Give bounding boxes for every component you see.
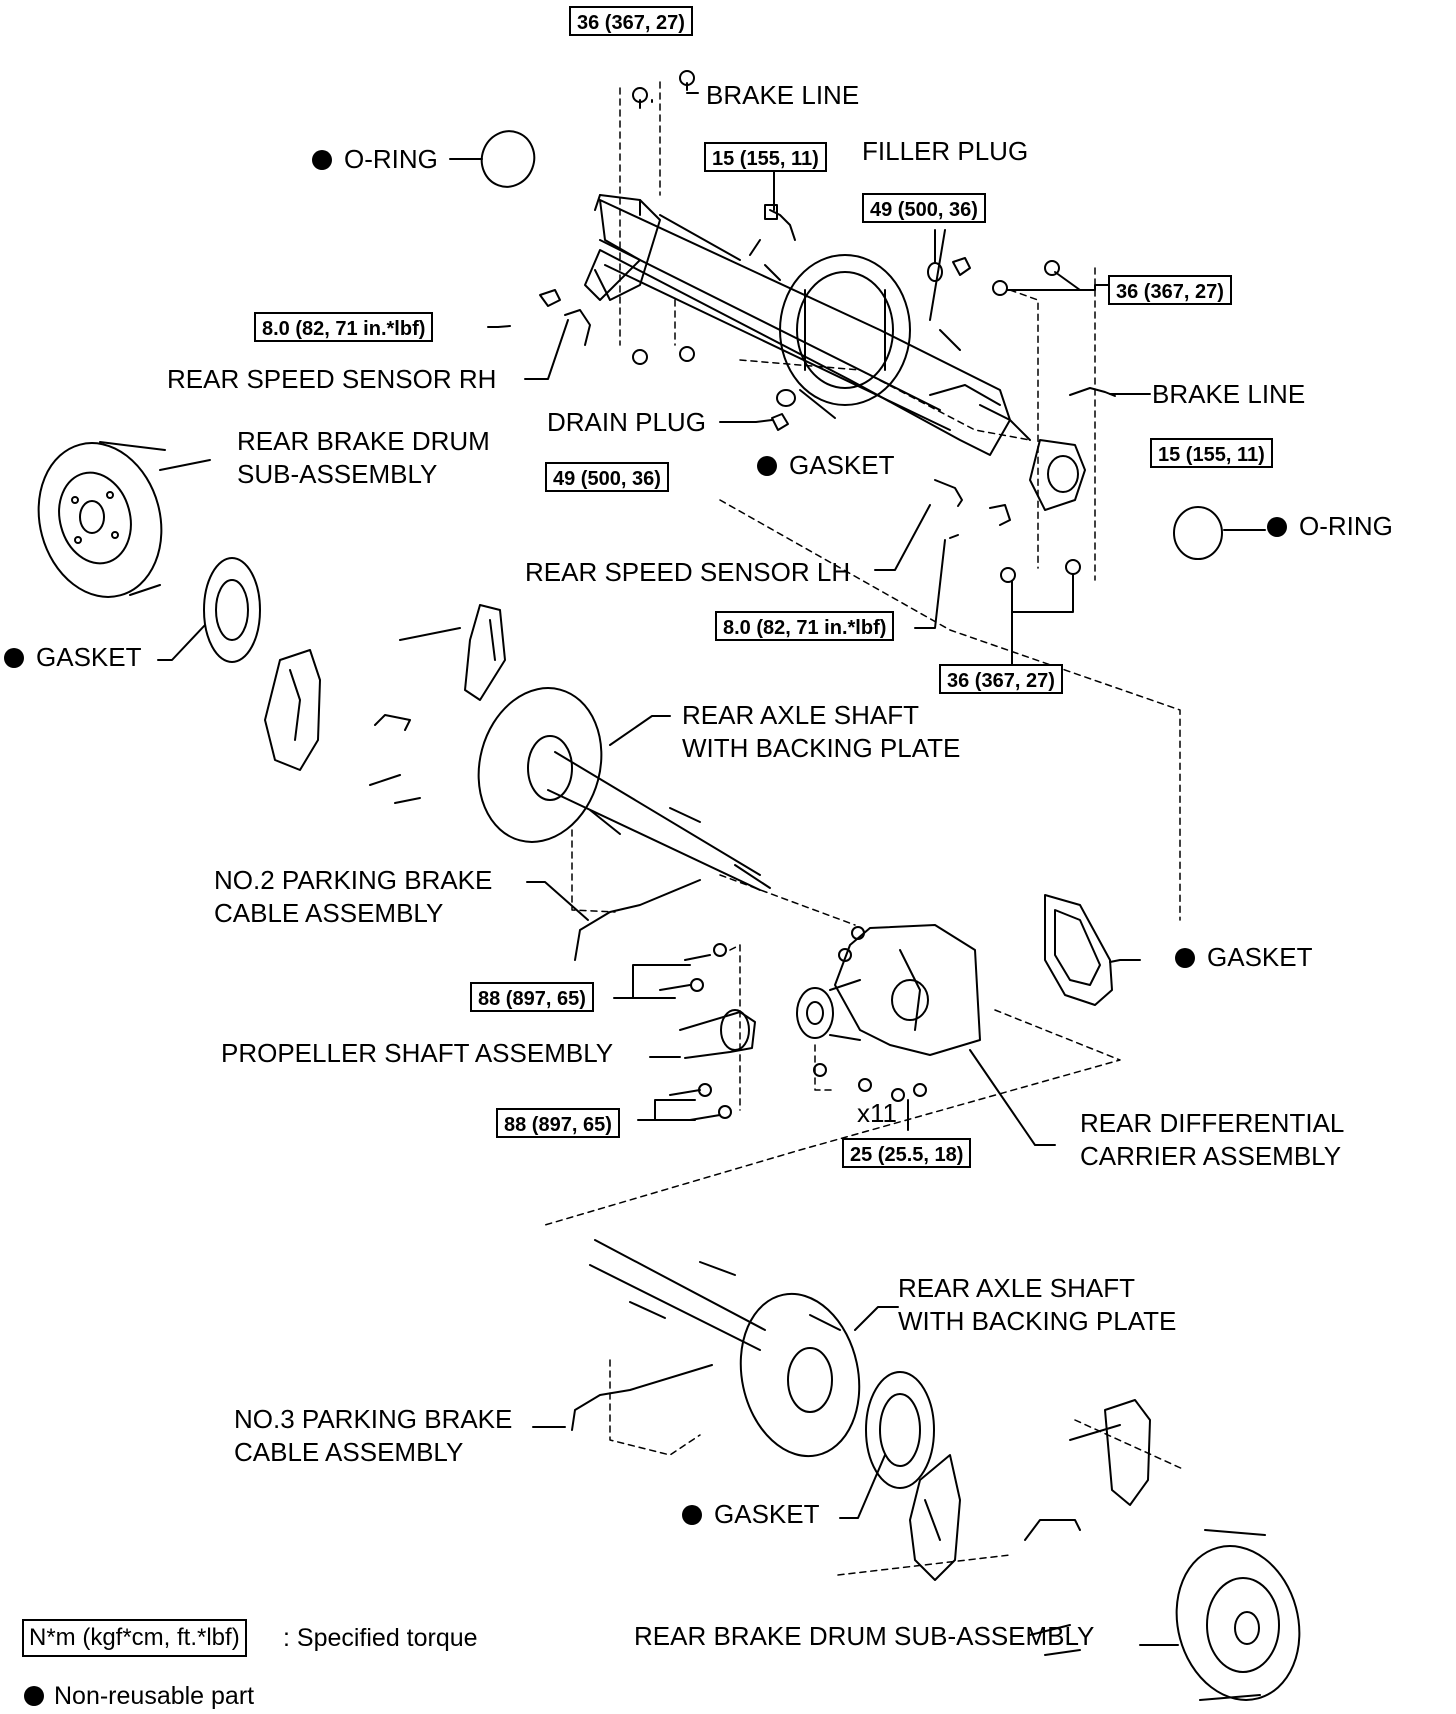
label-no3-parking-brake-2: CABLE ASSEMBLY xyxy=(234,1437,464,1467)
label-gasket-drain-text: GASKET xyxy=(789,450,895,480)
brake-line-top-drawing xyxy=(632,70,695,109)
label-x11: x11 xyxy=(857,1098,897,1128)
label-gasket-left: GASKET xyxy=(4,641,141,674)
gasket-left-drawing xyxy=(203,557,261,663)
filler-plug-drawing xyxy=(764,204,796,241)
brake-shoe-lower-drawing xyxy=(909,1399,1151,1656)
nonreusable-dot xyxy=(682,1505,702,1525)
label-no2-parking-brake-2: CABLE ASSEMBLY xyxy=(214,898,444,928)
brake-drum-upper-drawing xyxy=(37,441,166,598)
torque-49-drain: 49 (500, 36) xyxy=(545,462,669,492)
legend-nonreusable: Non-reusable part xyxy=(24,1680,254,1713)
label-rear-brake-drum-bottom: REAR BRAKE DRUM SUB-ASSEMBLY xyxy=(634,1621,1095,1651)
label-gasket-drain: GASKET xyxy=(757,449,894,482)
torque-filler-plug: 15 (155, 11) xyxy=(704,142,827,172)
legend-torque-text: : Specified torque xyxy=(283,1624,478,1652)
torque-88-upper: 88 (897, 65) xyxy=(470,982,594,1012)
no2-cable-drawing xyxy=(574,879,701,961)
torque-49-upper: 49 (500, 36) xyxy=(862,193,986,223)
label-gasket-lower: GASKET xyxy=(682,1498,819,1531)
label-rear-axle-shaft-lower-2: WITH BACKING PLATE xyxy=(898,1306,1177,1336)
label-rear-axle-shaft-upper-2: WITH BACKING PLATE xyxy=(682,733,961,763)
no3-cable-drawing xyxy=(571,1364,713,1431)
nonreusable-dot xyxy=(24,1686,44,1706)
bolts-drawing xyxy=(659,926,927,1121)
diff-carrier-drawing xyxy=(796,924,981,1056)
label-rear-brake-drum-upper-2: SUB-ASSEMBLY xyxy=(237,459,438,489)
nonreusable-dot xyxy=(1175,948,1195,968)
label-no2-parking-brake-1: NO.2 PARKING BRAKE xyxy=(214,865,493,895)
nuts-right-drawing xyxy=(632,260,1081,583)
label-gasket-carrier-text: GASKET xyxy=(1207,942,1313,972)
axle-housing-drawing xyxy=(584,194,1086,511)
label-filler-plug: FILLER PLUG xyxy=(862,136,1029,166)
nonreusable-dot xyxy=(757,456,777,476)
drain-plug-drawing xyxy=(771,389,796,431)
o-ring-right-drawing xyxy=(1173,506,1223,560)
torque-88-lower: 88 (897, 65) xyxy=(496,1108,620,1138)
label-o-ring-right-text: O-RING xyxy=(1299,511,1393,541)
nonreusable-dot xyxy=(1267,517,1287,537)
gasket-carrier-drawing xyxy=(1044,894,1113,1006)
torque-brake-line-top: 36 (367, 27) xyxy=(569,6,693,36)
label-brake-line-top: BRAKE LINE xyxy=(706,80,860,110)
label-rear-speed-sensor-lh: REAR SPEED SENSOR LH xyxy=(525,557,851,587)
label-o-ring-left: O-RING xyxy=(312,143,438,176)
label-gasket-carrier: GASKET xyxy=(1175,941,1312,974)
speed-sensor-rh-drawing xyxy=(497,289,591,346)
torque-15-right: 15 (155, 11) xyxy=(1150,438,1273,468)
speed-sensor-lh-drawing xyxy=(934,479,1011,539)
label-rear-diff-1: REAR DIFFERENTIAL xyxy=(1080,1108,1345,1138)
label-no3-parking-brake-1: NO.3 PARKING BRAKE xyxy=(234,1404,513,1434)
label-gasket-lower-text: GASKET xyxy=(714,1499,820,1529)
brake-drum-lower-drawing xyxy=(1175,1529,1301,1701)
brake-shoe-upper-drawing xyxy=(264,604,506,804)
axle-shaft-upper-drawing xyxy=(477,687,771,891)
legend-nonreusable-text: Non-reusable part xyxy=(54,1682,255,1710)
torque-sensor-lh: 8.0 (82, 71 in.*lbf) xyxy=(715,611,895,641)
label-propeller-shaft: PROPELLER SHAFT ASSEMBLY xyxy=(221,1038,614,1068)
torque-36-right: 36 (367, 27) xyxy=(1108,275,1232,305)
nonreusable-dot xyxy=(312,150,332,170)
torque-36-lower: 36 (367, 27) xyxy=(939,664,1063,694)
label-rear-diff-2: CARRIER ASSEMBLY xyxy=(1080,1141,1342,1171)
nonreusable-dot xyxy=(4,648,24,668)
label-rear-axle-shaft-upper-1: REAR AXLE SHAFT xyxy=(682,700,919,730)
torque-sensor-rh: 8.0 (82, 71 in.*lbf) xyxy=(254,312,434,342)
dashed-guide-lines xyxy=(544,81,1186,1576)
label-gasket-left-text: GASKET xyxy=(36,642,142,672)
brake-line-right-drawing xyxy=(1069,387,1116,397)
label-brake-line-right: BRAKE LINE xyxy=(1152,379,1306,409)
o-ring-left-drawing xyxy=(480,130,536,188)
label-rear-brake-drum-upper-1: REAR BRAKE DRUM xyxy=(237,426,490,456)
gasket-lower-drawing xyxy=(865,1371,935,1489)
label-o-ring-right: O-RING xyxy=(1267,510,1393,543)
propeller-shaft-drawing xyxy=(679,1009,756,1059)
torque-25: 25 (25.5, 18) xyxy=(842,1138,972,1168)
label-drain-plug: DRAIN PLUG xyxy=(547,407,706,437)
label-rear-axle-shaft-lower-1: REAR AXLE SHAFT xyxy=(898,1273,1135,1303)
label-rear-speed-sensor-rh: REAR SPEED SENSOR RH xyxy=(167,364,497,394)
axle-shaft-lower-drawing xyxy=(589,1239,861,1458)
legend-torque-box: N*m (kgf*cm, ft.*lbf) xyxy=(22,1619,247,1657)
leader-lines xyxy=(157,92,1266,1646)
label-o-ring-left-text: O-RING xyxy=(344,144,438,174)
